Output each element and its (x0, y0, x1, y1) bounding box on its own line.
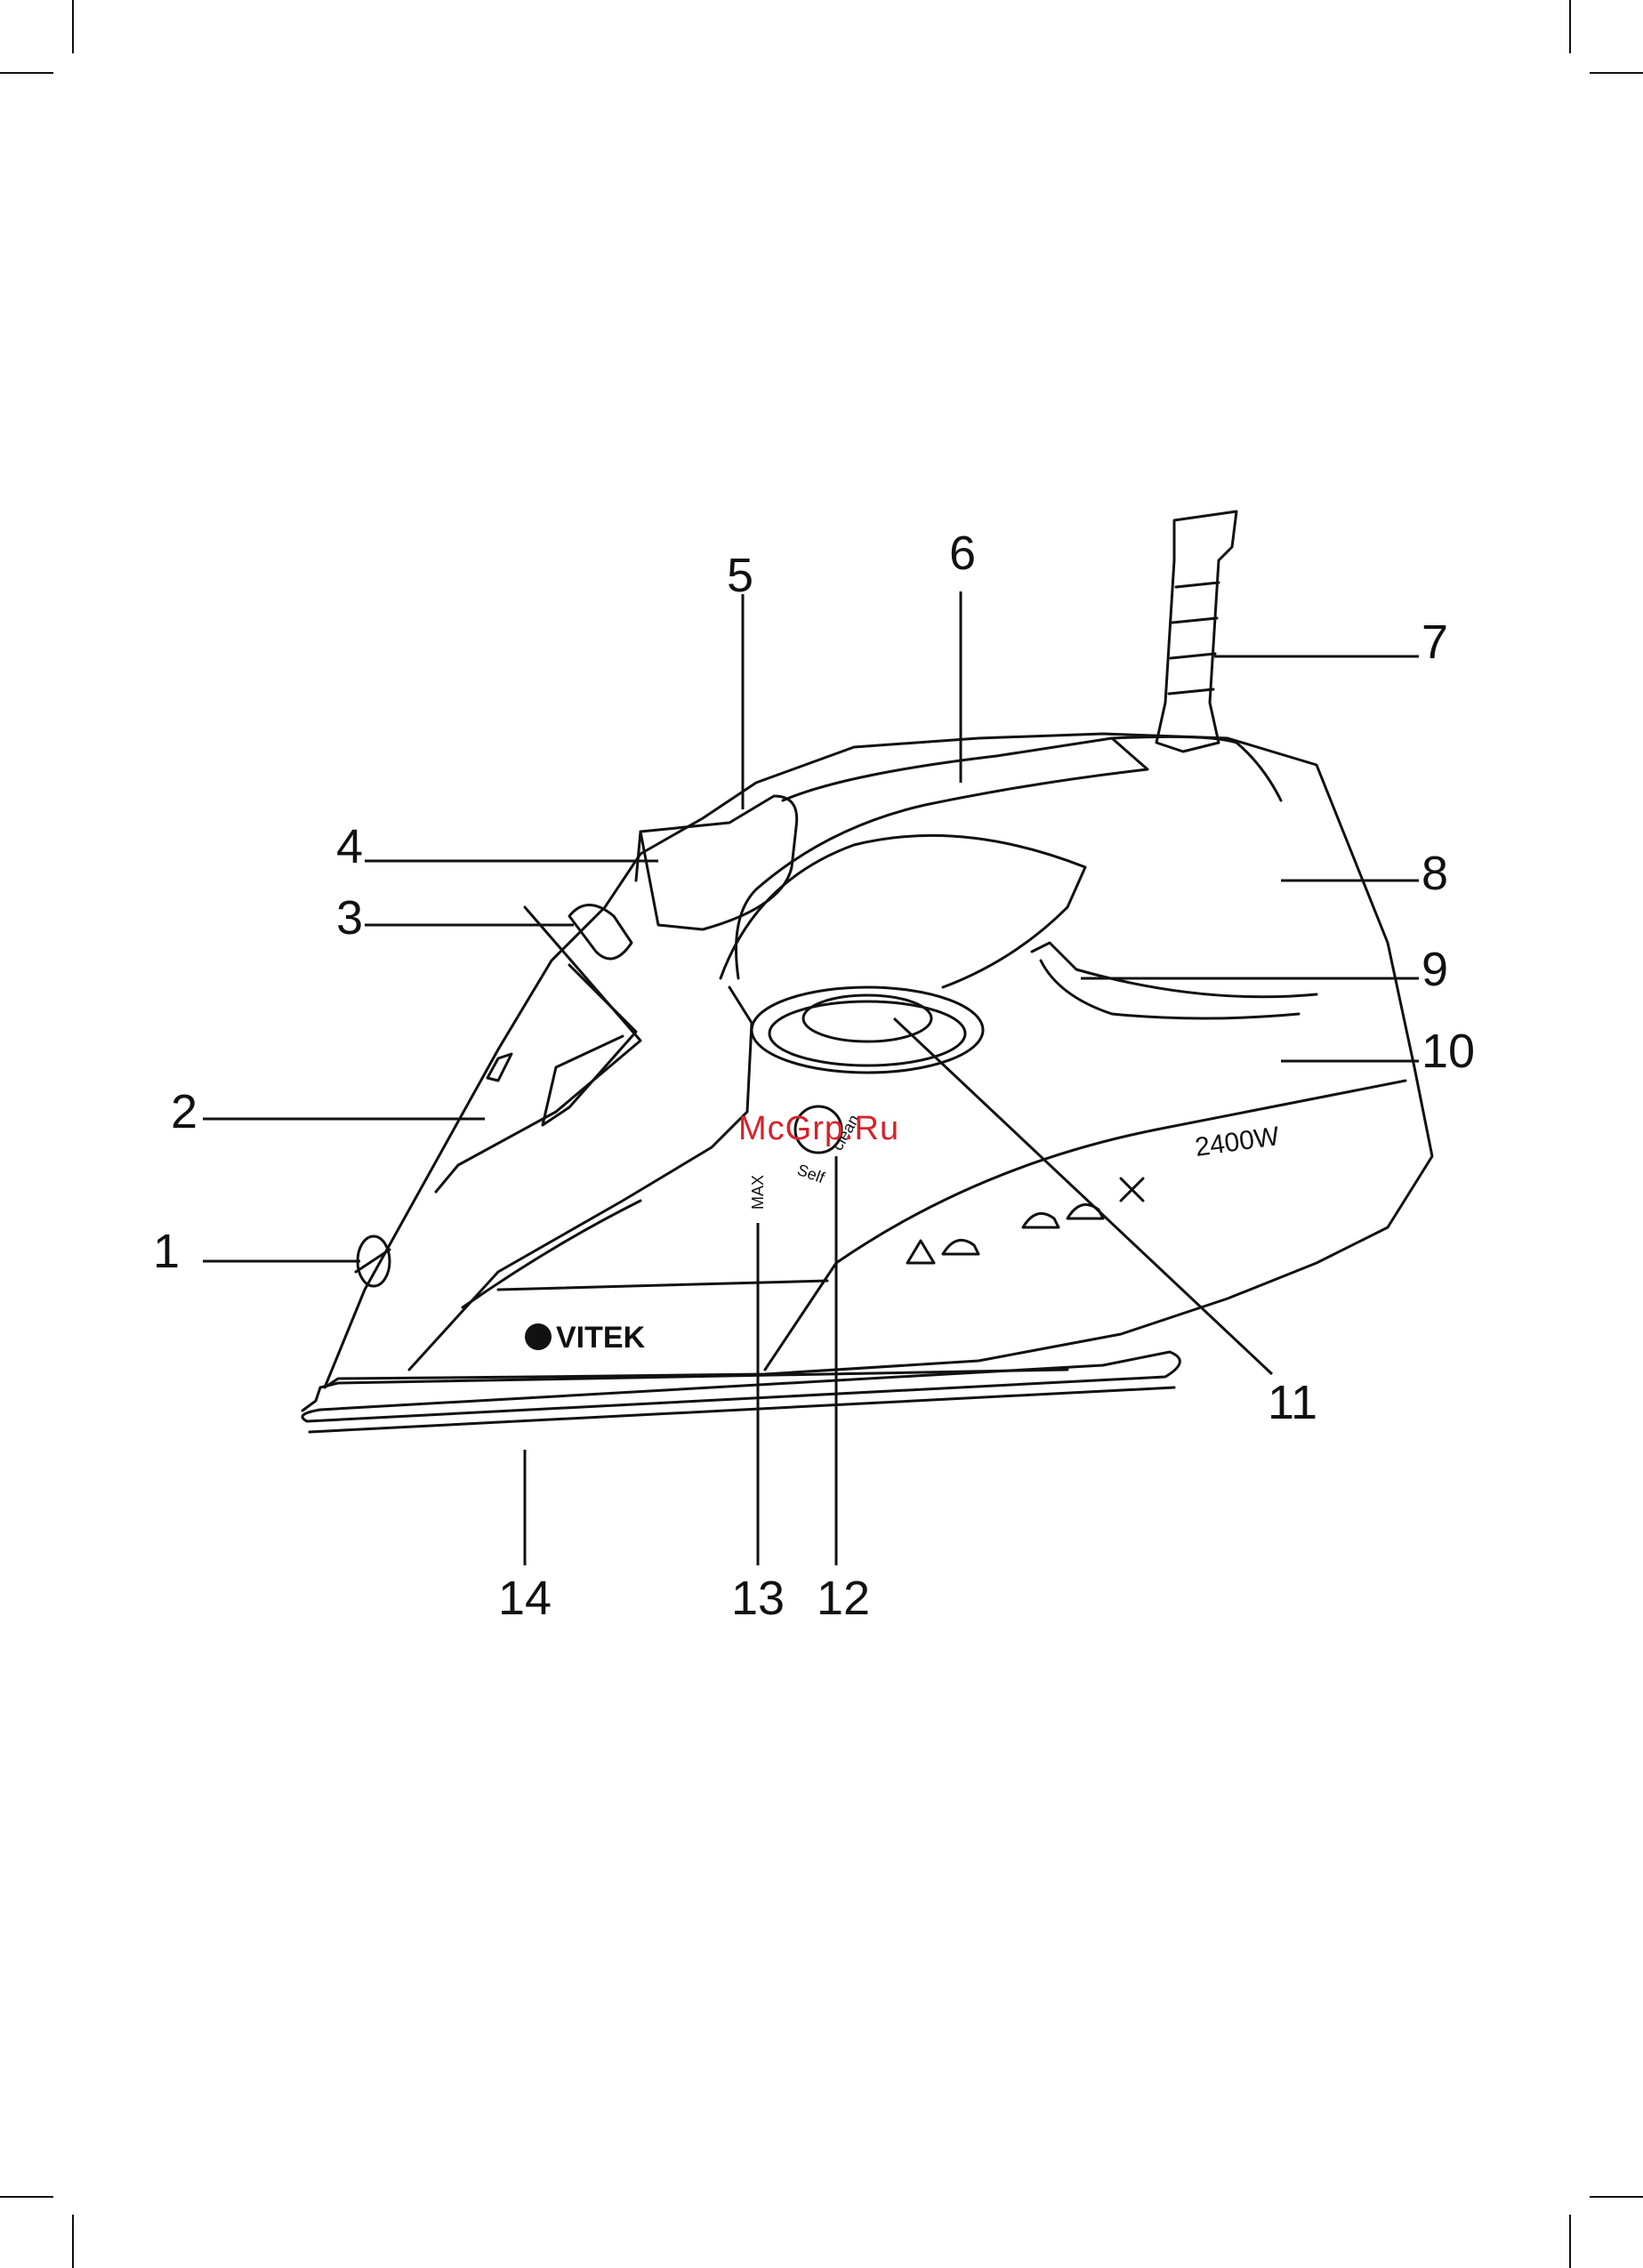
handle (737, 738, 1148, 978)
callout-14: 14 (498, 1572, 552, 1625)
callout-12: 12 (817, 1572, 870, 1625)
callout-4: 4 (336, 820, 363, 873)
callout-10: 10 (1422, 1025, 1475, 1078)
callout-3: 3 (336, 891, 363, 945)
callout-1: 1 (153, 1225, 180, 1278)
callout-9: 9 (1422, 943, 1448, 996)
callout-8: 8 (1422, 847, 1448, 900)
burst-button (640, 796, 797, 929)
brand-logo-mark (525, 1323, 552, 1350)
callout-13: 13 (731, 1572, 785, 1625)
brand-logo: VITEK (556, 1321, 646, 1355)
watermark: McGrp.Ru (738, 1110, 899, 1148)
leader-lines (203, 591, 1419, 1565)
callout-labels: 1 2 3 4 5 6 7 8 9 10 11 12 13 14 (153, 527, 1475, 1625)
iron-illustration (302, 511, 1432, 1432)
callout-11: 11 (1268, 1376, 1317, 1429)
max-marking: MAX (749, 1175, 767, 1210)
callout-2: 2 (171, 1085, 197, 1138)
wattage-label: 2400W (1193, 1122, 1281, 1162)
temperature-dial (752, 987, 983, 1073)
cord-protector (1156, 511, 1236, 752)
self-marking: Self (795, 1161, 828, 1187)
callout-5: 5 (727, 549, 753, 602)
callout-6: 6 (949, 527, 976, 580)
callout-7: 7 (1422, 615, 1448, 669)
